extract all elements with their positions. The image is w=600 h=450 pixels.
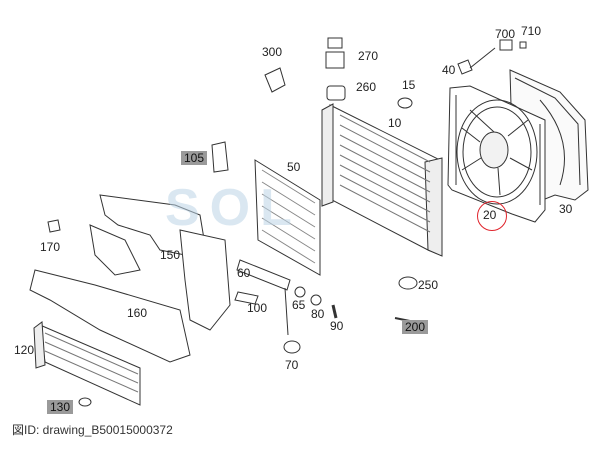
part-label-130: 130 xyxy=(47,400,74,414)
part-label-30: 30 xyxy=(559,202,573,216)
part-label-65: 65 xyxy=(292,298,306,312)
part-label-70: 70 xyxy=(285,358,299,372)
drawing-id-caption: 図ID: drawing_B50015000372 xyxy=(12,423,173,437)
air-ducts xyxy=(29,194,231,363)
cap-and-thermostat-parts xyxy=(264,37,413,109)
part-label-150: 150 xyxy=(160,248,181,262)
part-label-40: 40 xyxy=(442,63,456,77)
part-label-270: 270 xyxy=(358,49,379,63)
callout-circle xyxy=(477,201,507,231)
intercooler xyxy=(33,321,141,406)
condenser xyxy=(254,159,321,276)
part-label-100: 100 xyxy=(247,301,268,315)
part-label-90: 90 xyxy=(330,319,344,333)
radiator xyxy=(321,103,443,257)
part-label-120: 120 xyxy=(14,343,35,357)
bracket-105 xyxy=(211,141,229,173)
part-label-105: 105 xyxy=(181,151,208,165)
fan-frame xyxy=(447,85,546,223)
watermark: SOL xyxy=(165,179,302,237)
part-label-60: 60 xyxy=(237,266,251,280)
part-label-710: 710 xyxy=(521,24,542,38)
part-label-250: 250 xyxy=(418,278,439,292)
part-label-50: 50 xyxy=(287,160,301,174)
part-label-300: 300 xyxy=(262,45,283,59)
part-label-160: 160 xyxy=(127,306,148,320)
part-label-10: 10 xyxy=(388,116,402,130)
part-label-700: 700 xyxy=(495,27,516,41)
part-label-20: 20 xyxy=(483,208,497,222)
part-label-170: 170 xyxy=(40,240,61,254)
part-label-80: 80 xyxy=(311,307,325,321)
part-label-200: 200 xyxy=(402,320,429,334)
hoses-and-fittings xyxy=(47,219,426,407)
part-label-15: 15 xyxy=(402,78,416,92)
part-label-260: 260 xyxy=(356,80,377,94)
fan-connector-parts xyxy=(457,39,527,75)
